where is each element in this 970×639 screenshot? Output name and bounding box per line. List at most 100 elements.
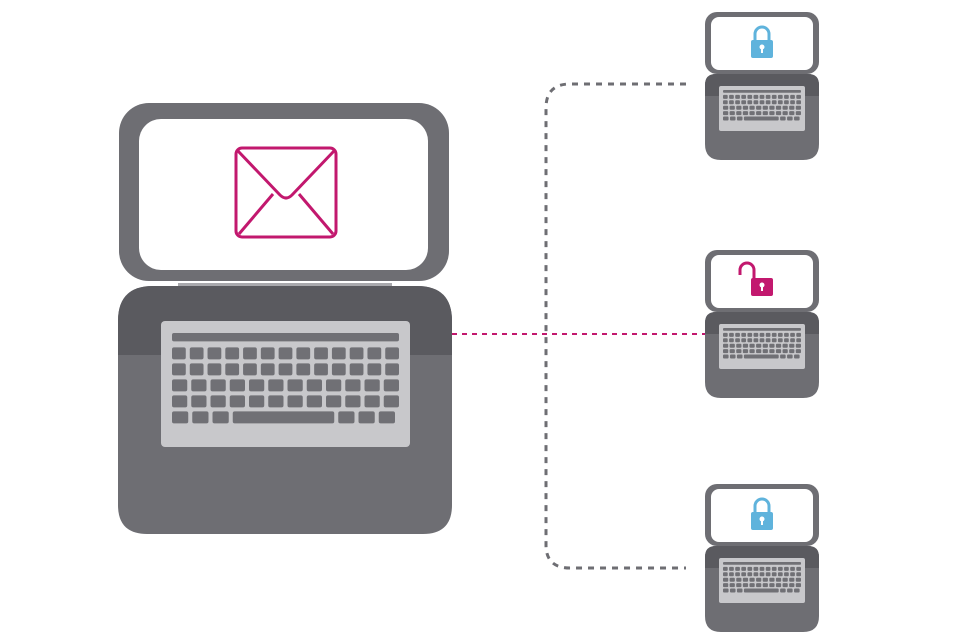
connection-line-top [544,82,686,570]
keyboard-key [771,94,777,99]
keyboard-key [790,100,795,105]
keyboard-key [378,411,395,424]
keyboard-key [749,343,755,348]
keyboard-key [736,354,743,359]
keyboard-key [796,94,801,99]
keyboard-key [741,566,747,571]
keyboard-key [723,100,728,105]
keyboard-key [747,572,753,577]
keyboard-key [338,411,355,424]
keyboard-key [192,411,209,424]
keyboard-key [756,111,762,116]
keyboard-key [729,349,735,354]
keyboard-key [229,379,245,392]
keyboard-key [762,349,768,354]
keyboard-key [729,343,735,348]
keyboard-key [741,94,747,99]
keyboard-function-bar [723,90,801,93]
keyboard-key [735,338,740,343]
keyboard-key [729,116,736,121]
keyboard-key [723,572,728,577]
keyboard-key [306,379,322,392]
padlock-closed-icon [751,25,773,58]
padlock-closed-icon [751,497,773,530]
keyboard-key [189,363,204,376]
keyboard-key [729,94,734,99]
keyboard-key [753,332,759,337]
keyboard-key [287,379,303,392]
connection-lines [452,82,705,570]
keyboard-key [747,100,753,105]
keyboard-key [756,105,762,110]
keyboard-key [775,349,782,354]
keyboard-key [367,347,382,360]
keyboard-key [795,583,801,588]
keyboard-key [794,588,800,593]
keyboard-key [331,347,346,360]
keyboard-key [796,572,801,577]
keyboard-key [210,395,226,408]
keyboard-key [735,100,740,105]
keyboard-key [789,343,795,348]
keyboard-key [314,347,328,360]
keyboard-key [723,338,728,343]
keyboard-key [742,343,749,348]
keyboard-key [756,577,762,582]
keyboard-key [771,338,777,343]
keyboard-key [765,94,771,99]
keyboard-function-bar [723,328,801,331]
keyboard-key [780,354,786,359]
keyboard-key [780,588,786,593]
keyboard-key [331,363,346,376]
keyboard-key [747,94,753,99]
keyboard-key [723,105,729,110]
keyboard-key [795,105,801,110]
keyboard-key [771,332,777,337]
keyboard-key [278,347,293,360]
keyboard-key [756,583,762,588]
keyboard-key [225,347,240,360]
keyboard-key [777,332,783,337]
recipient-keys [723,328,801,359]
keyboard-key [794,116,800,121]
keyboard-key [771,566,777,571]
keyboard-key [189,347,204,360]
keyboard-key [742,583,749,588]
keyboard-key [789,583,795,588]
keyboard-key [795,111,801,116]
keyboard-key [762,577,768,582]
keyboard-spacebar [743,588,779,593]
keyboard-key [777,94,783,99]
keyboard-key [385,347,399,360]
keyboard-function-bar [172,333,399,342]
keyboard-key [364,379,380,392]
keyboard-key [759,338,765,343]
keyboard-key [742,105,749,110]
keyboard-key [260,363,275,376]
keyboard-key [749,111,755,116]
keyboard-key [769,583,775,588]
keyboard-key [762,105,768,110]
keyboard-key [794,354,800,359]
keyboard-key [789,349,795,354]
keyboard-key [723,111,729,116]
keyboard-spacebar [743,116,779,121]
keyboard-key [736,349,742,354]
keyboard-key [723,583,729,588]
keyboard-key [172,363,186,376]
recipient-laptop-1 [705,12,819,160]
keyboard-key [287,395,303,408]
recipient-laptop-2 [705,250,819,398]
keyboard-key [383,395,399,408]
keyboard-key [723,354,729,359]
keyboard-key [790,566,795,571]
keyboard-key [349,347,364,360]
keyboard-key [367,363,382,376]
keyboard-key [759,572,765,577]
keyboard-key [796,338,801,343]
keyboard-key [736,105,742,110]
keyboard-key [762,343,768,348]
keyboard-key [172,395,188,408]
keyboard-key [735,94,740,99]
keyboard-key [723,566,728,571]
